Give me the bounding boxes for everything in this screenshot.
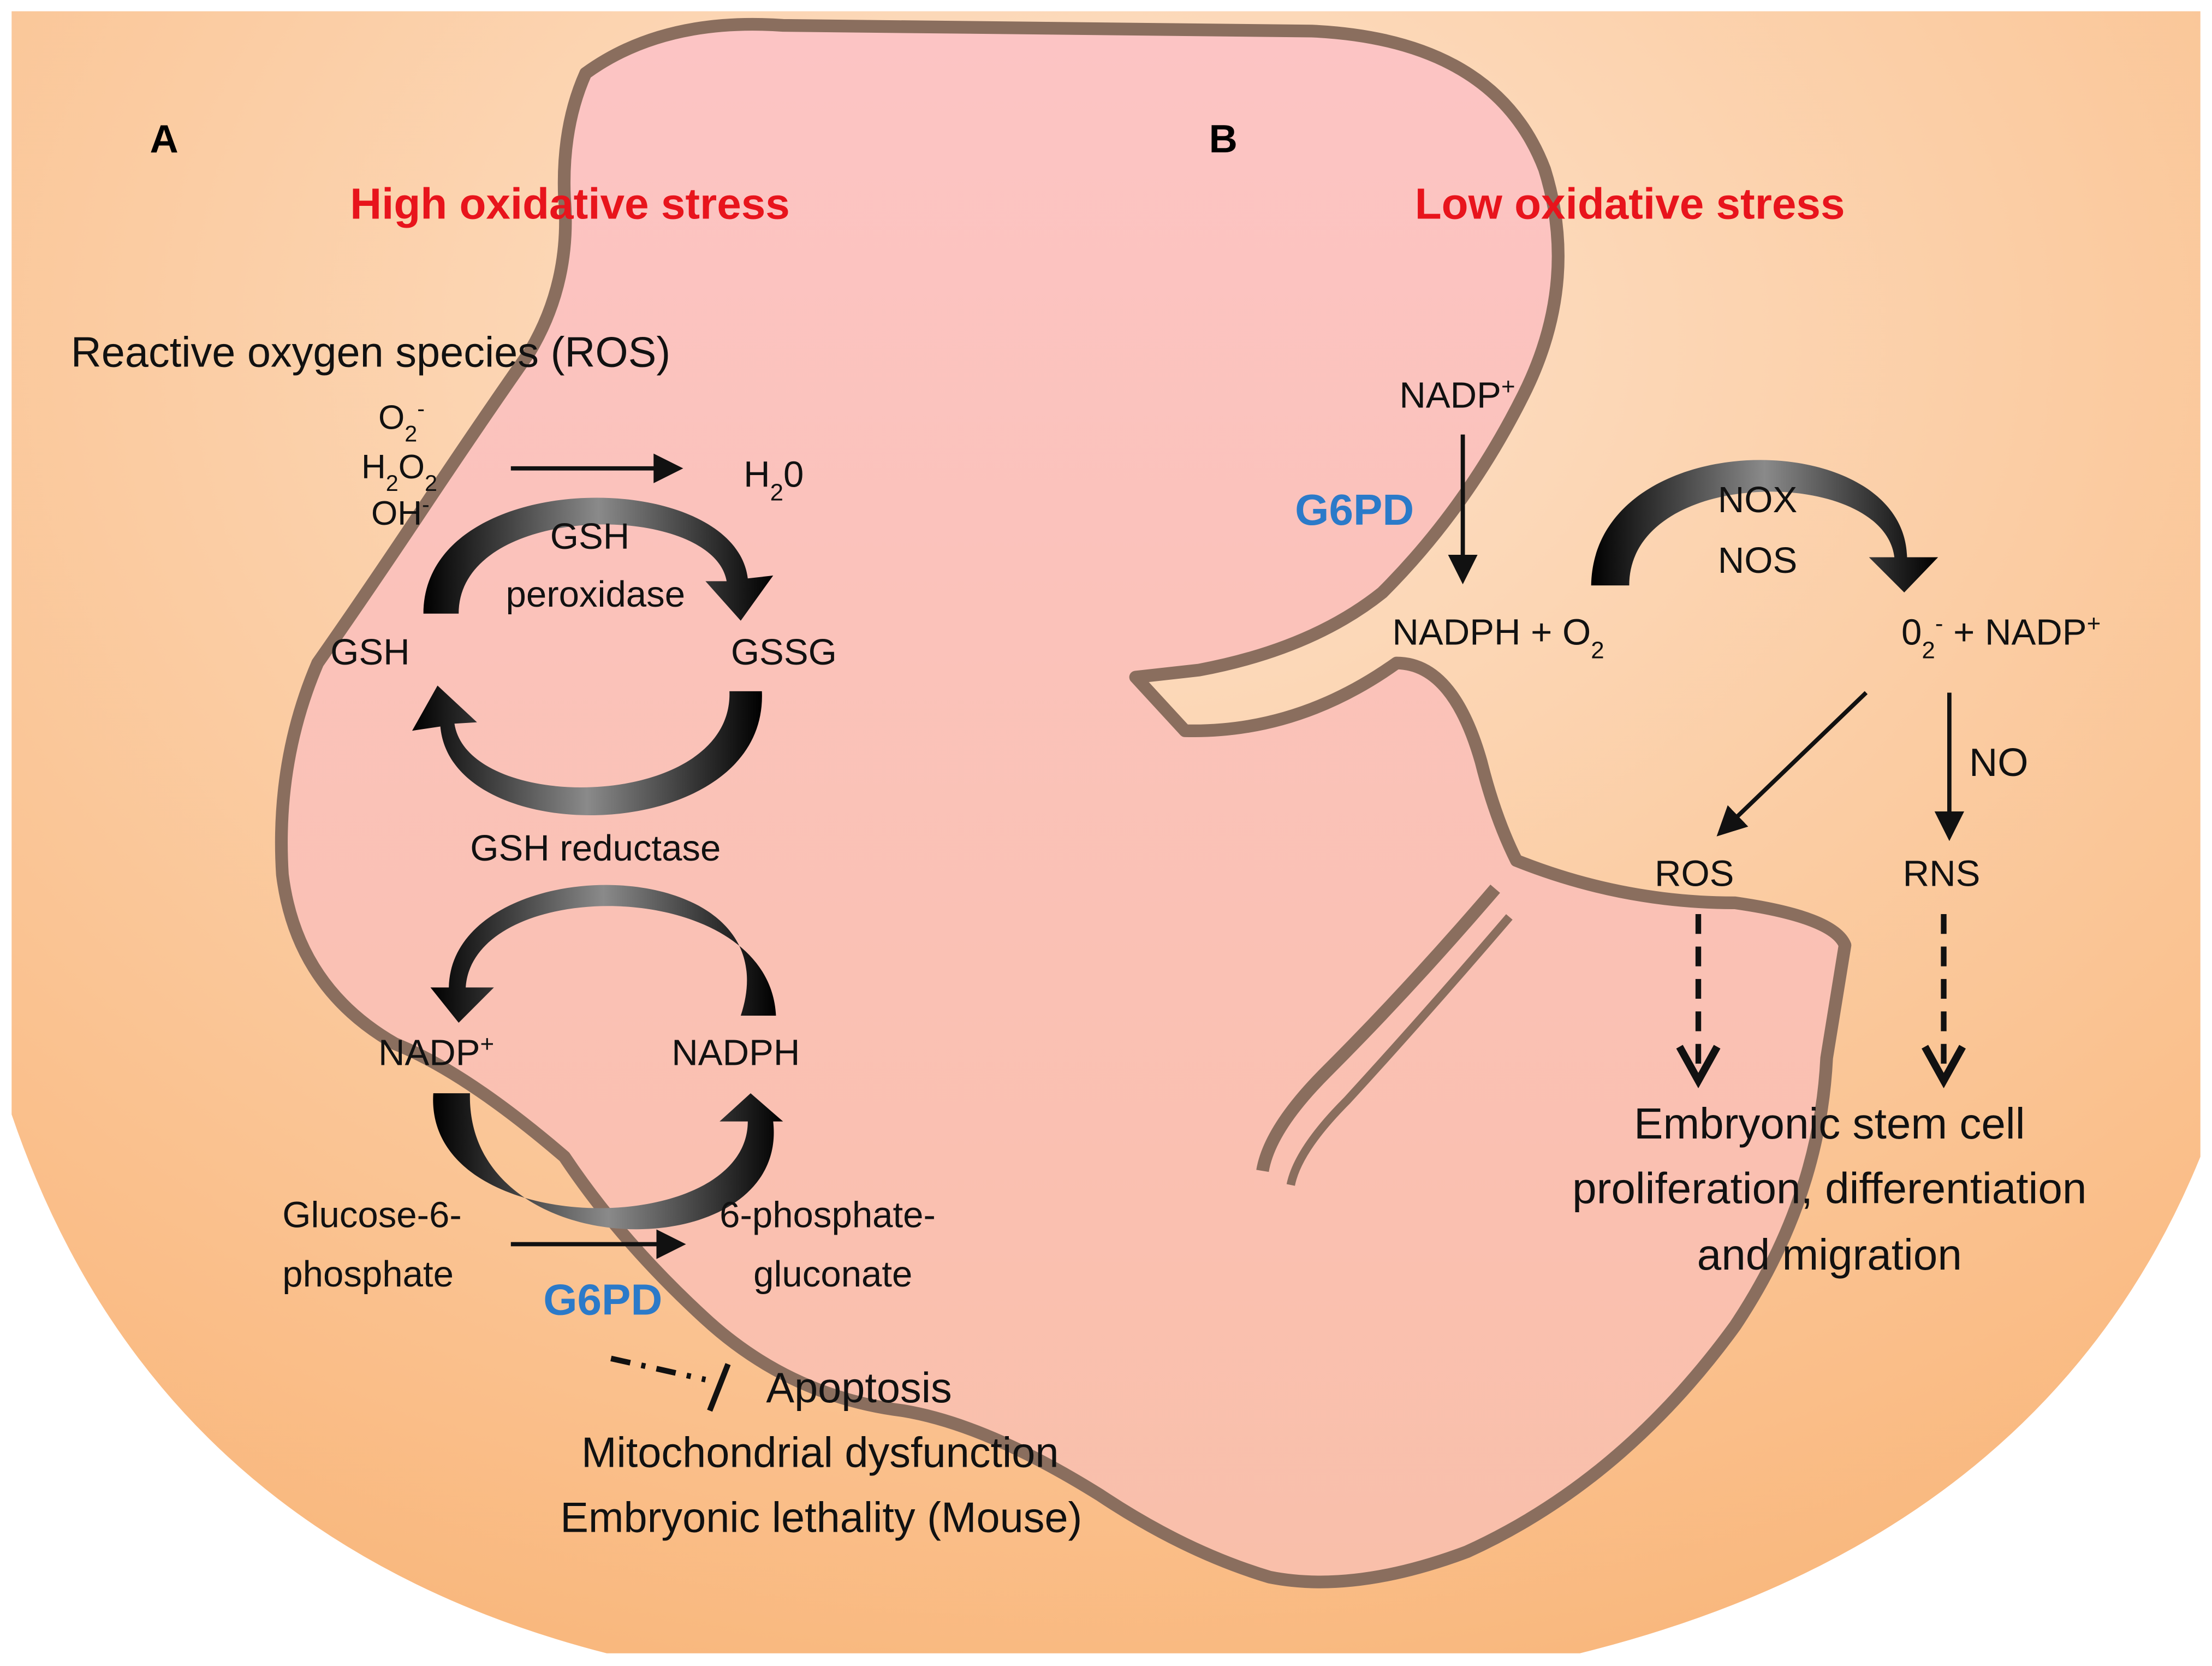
glucose-6-phosphate-label-1: Glucose-6- bbox=[282, 1195, 461, 1236]
gsh-reductase-arc bbox=[412, 685, 762, 816]
ros-superoxide: O2- bbox=[378, 396, 425, 446]
outcome-b-1: Embryonic stem cell bbox=[1634, 1099, 2025, 1148]
embryo-silhouette bbox=[275, 17, 1852, 1588]
g6pd-enzyme-b: G6PD bbox=[1295, 485, 1414, 534]
gsh-peroxidase-label-2: peroxidase bbox=[506, 574, 686, 615]
phosphogluconate-label-2: gluconate bbox=[753, 1254, 912, 1295]
nox-label: NOX bbox=[1718, 479, 1798, 520]
outcome-b-2: proliferation, differentiation bbox=[1572, 1164, 2086, 1213]
inhibition-line bbox=[610, 1355, 706, 1383]
panel-a-letter: A bbox=[150, 117, 178, 161]
glucose-6-phosphate-label-2: phosphate bbox=[282, 1254, 454, 1295]
outcome-b-3: and migration bbox=[1697, 1230, 1962, 1279]
outcome-lethality: Embryonic lethality (Mouse) bbox=[560, 1495, 1082, 1542]
panel-a-heading: High oxidative stress bbox=[350, 179, 790, 228]
nadp-label: NADP+ bbox=[378, 1030, 494, 1074]
outcome-apoptosis: Apoptosis bbox=[766, 1365, 952, 1412]
panel-a: A High oxidative stress Reactive oxygen … bbox=[71, 117, 1083, 1542]
rns-label: RNS bbox=[1903, 853, 1981, 894]
nadph-oxidation-arc bbox=[430, 885, 776, 1023]
inhibition-bar bbox=[707, 1363, 731, 1412]
no-label: NO bbox=[1969, 741, 2029, 785]
gsh-reductase-label: GSH reductase bbox=[470, 828, 721, 869]
gsh-label: GSH bbox=[330, 632, 410, 673]
g6pd-enzyme-a: G6PD bbox=[543, 1276, 662, 1324]
ros-hydrogen-peroxide: H2O2 bbox=[361, 448, 437, 496]
to-ros-arrow bbox=[1716, 691, 1868, 837]
ros-hydroxyl: OH- bbox=[371, 492, 430, 532]
outcome-mitochondrial: Mitochondrial dysfunction bbox=[581, 1430, 1059, 1477]
nos-label: NOS bbox=[1718, 540, 1798, 581]
panel-b-letter: B bbox=[1209, 117, 1238, 161]
nadph-label: NADPH bbox=[671, 1032, 800, 1073]
nadp-reduction-arc bbox=[433, 1093, 783, 1230]
water-label: H20 bbox=[744, 454, 804, 506]
panel-b-heading: Low oxidative stress bbox=[1415, 179, 1845, 228]
gsh-peroxidase-label-1: GSH bbox=[550, 516, 630, 557]
nadp-b-label: NADP+ bbox=[1399, 373, 1515, 416]
panel-b: B Low oxidative stress NADP+ G6PD NADPH … bbox=[1209, 117, 2101, 1279]
gssg-label: GSSG bbox=[731, 632, 837, 673]
nox-nos-arc bbox=[1591, 460, 1939, 593]
gsh-peroxidase-arc bbox=[423, 497, 774, 621]
ros-title: Reactive oxygen species (ROS) bbox=[71, 329, 670, 376]
ros-b-label: ROS bbox=[1655, 853, 1734, 894]
superoxide-nadp-label: 02- + NADP+ bbox=[1901, 610, 2101, 663]
phosphogluconate-label-1: 6-phosphate- bbox=[720, 1195, 936, 1236]
nadph-o2-label: NADPH + O2 bbox=[1392, 612, 1604, 664]
